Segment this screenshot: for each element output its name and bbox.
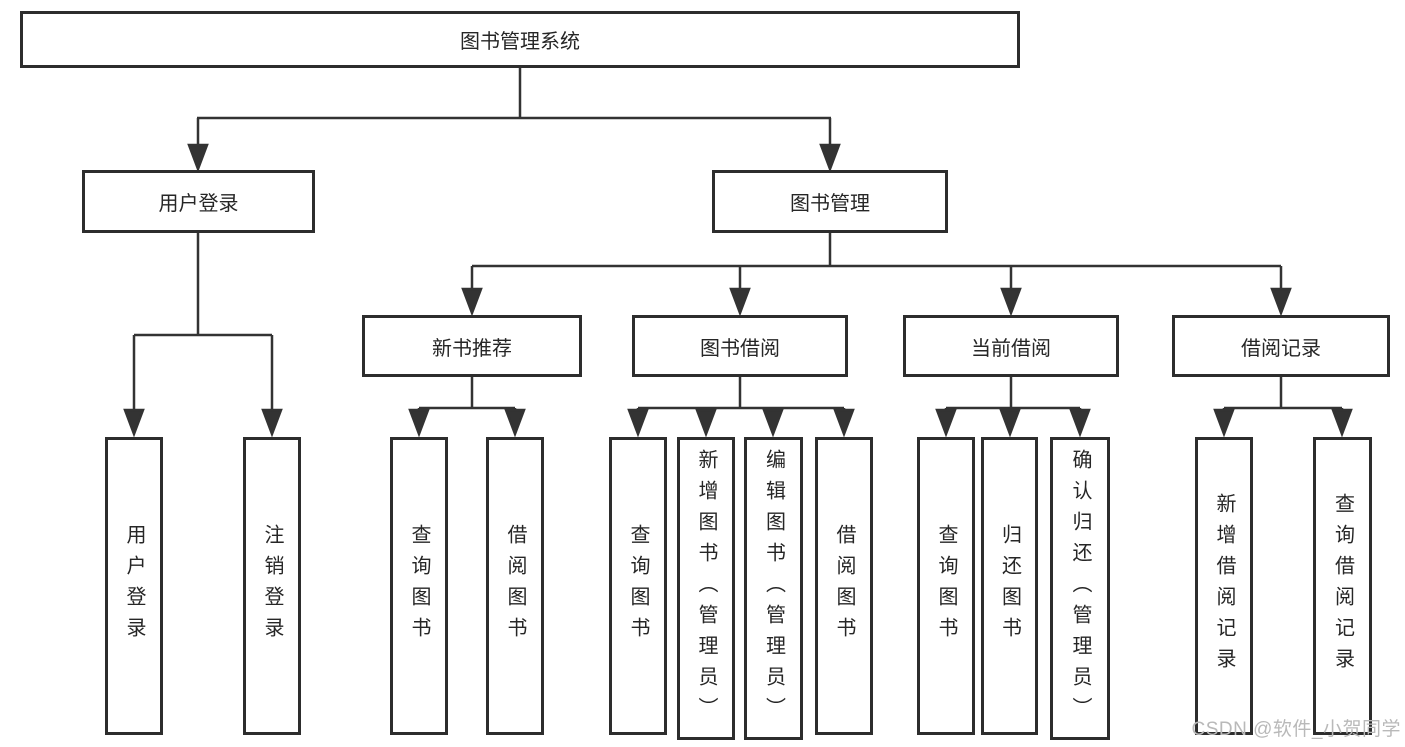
leaf-label: 借阅图书 xyxy=(504,524,526,648)
leaf-return-books: 归还图书 xyxy=(981,437,1038,735)
node-current-borrowing: 当前借阅 xyxy=(903,315,1119,377)
leaf-label: 新增借阅记录 xyxy=(1213,493,1235,679)
leaf-label: 用户登录 xyxy=(123,524,145,648)
leaf-query-books-current: 查询图书 xyxy=(917,437,975,735)
leaf-edit-book-admin: 编辑图书（管理员） xyxy=(744,437,803,740)
leaf-label: 查询图书 xyxy=(408,524,430,648)
node-label: 图书管理系统 xyxy=(460,31,580,53)
leaf-query-books-new: 查询图书 xyxy=(390,437,448,735)
leaf-label: 注销登录 xyxy=(261,524,283,648)
leaf-borrow-books: 借阅图书 xyxy=(815,437,873,735)
leaf-query-borrow-record: 查询借阅记录 xyxy=(1313,437,1372,735)
csdn-watermark: CSDN @软件_小贺同学 xyxy=(1191,719,1401,740)
node-new-book-recommend: 新书推荐 xyxy=(362,315,582,377)
leaf-confirm-return-admin: 确认归还（管理员） xyxy=(1050,437,1110,740)
node-book-management-system: 图书管理系统 xyxy=(20,11,1020,68)
leaf-label: 确认归还（管理员） xyxy=(1069,449,1091,728)
node-label: 借阅记录 xyxy=(1241,337,1321,360)
leaf-label: 编辑图书（管理员） xyxy=(762,449,785,728)
leaf-label: 归还图书 xyxy=(998,524,1021,648)
node-user-login: 用户登录 xyxy=(82,170,315,233)
leaf-query-books-borrow: 查询图书 xyxy=(609,437,667,735)
node-borrowing-records: 借阅记录 xyxy=(1172,315,1390,377)
leaf-label: 查询图书 xyxy=(627,524,649,648)
node-book-management: 图书管理 xyxy=(712,170,948,233)
leaf-add-book-admin: 新增图书（管理员） xyxy=(677,437,735,740)
node-label: 新书推荐 xyxy=(432,337,512,360)
node-book-borrowing: 图书借阅 xyxy=(632,315,848,377)
leaf-label: 借阅图书 xyxy=(833,524,855,648)
node-label: 用户登录 xyxy=(158,193,239,215)
node-label: 当前借阅 xyxy=(971,337,1051,360)
leaf-user-login: 用户登录 xyxy=(105,437,163,735)
leaf-borrow-books-new: 借阅图书 xyxy=(486,437,544,735)
leaf-label: 查询图书 xyxy=(935,524,957,648)
leaf-logout: 注销登录 xyxy=(243,437,301,735)
leaf-label: 新增图书（管理员） xyxy=(695,449,717,728)
node-label: 图书管理 xyxy=(790,193,870,215)
leaf-label: 查询借阅记录 xyxy=(1331,493,1354,679)
node-label: 图书借阅 xyxy=(700,337,780,360)
leaf-add-borrow-record: 新增借阅记录 xyxy=(1195,437,1253,735)
